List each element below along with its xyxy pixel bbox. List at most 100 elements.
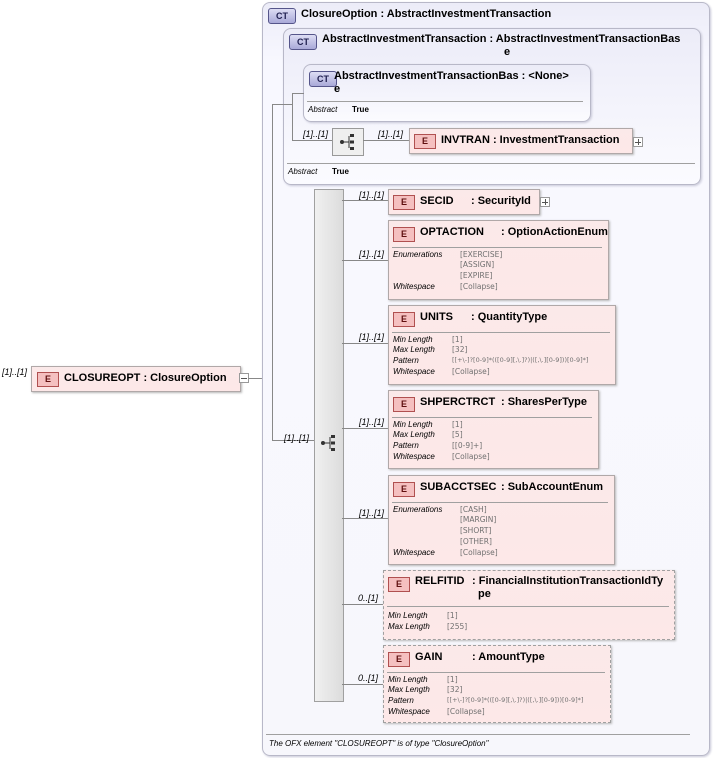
facet-name: Enumerations (393, 250, 443, 259)
connector-line (248, 378, 272, 379)
separator (266, 734, 690, 735)
gain-multiplicity: 0..[1] (358, 673, 379, 683)
separator (392, 502, 608, 503)
facet-name: Pattern (388, 696, 414, 705)
facet-name: Whitespace (393, 452, 435, 461)
element-badge: E (414, 134, 436, 149)
facet-value: [SHORT] (460, 526, 492, 535)
element-badge: E (393, 227, 415, 242)
subacctsec-element-box[interactable]: E SUBACCTSEC : SubAccountEnum Enumeratio… (388, 475, 615, 565)
facet-value: [Collapse] (452, 367, 490, 376)
facet-name: Whitespace (393, 282, 435, 291)
facet-value: [Collapse] (447, 707, 485, 716)
facet-name: Whitespace (393, 367, 435, 376)
base-type-badge: CT (289, 34, 317, 50)
facet-name: Min Length (393, 420, 433, 429)
connector-line (363, 140, 409, 141)
element-badge: E (393, 195, 415, 210)
sequence-icon (314, 430, 344, 456)
facet-name: Min Length (393, 335, 433, 344)
facet-name: Max Length (393, 345, 435, 354)
base-type-title-wrap: e (504, 46, 511, 58)
facet-value: [1] (447, 611, 458, 620)
facet-name: Max Length (393, 430, 435, 439)
facet-value: [[+\-]?[0-9]*(([0-9][,\.]?)|([,\.][0-9])… (452, 356, 589, 364)
root-element-box[interactable]: E CLOSUREOPT : ClosureOption (31, 366, 241, 392)
facet-value: [Collapse] (460, 282, 498, 291)
shperctrct-element-box[interactable]: E SHPERCTRCT : SharesPerType Min Length … (388, 390, 599, 469)
facet-value: [OTHER] (460, 537, 492, 546)
separator (387, 672, 605, 673)
separator (287, 163, 695, 164)
connector-line (342, 428, 388, 429)
element-name: SHPERCTRCT (420, 396, 496, 408)
element-badge: E (393, 482, 415, 497)
element-type: : QuantityType (471, 311, 548, 323)
element-type: : OptionActionEnum (501, 226, 608, 238)
sequence-compositor[interactable] (314, 189, 344, 702)
separator (307, 101, 583, 102)
connector-line (272, 104, 273, 440)
root-multiplicity: [1]..[1] (2, 367, 28, 377)
connector-line (342, 260, 388, 261)
element-type: : AmountType (472, 651, 545, 663)
base-base-type-container: CT AbstractInvestmentTransactionBas : <N… (303, 64, 591, 122)
invtran-multiplicity: [1]..[1] (378, 129, 404, 139)
invtran-element-box[interactable]: E INVTRAN : InvestmentTransaction (409, 128, 633, 154)
facet-value: [EXERCISE] (460, 250, 503, 259)
facet-value: [Collapse] (452, 452, 490, 461)
connector-line (292, 93, 304, 94)
facet-value: [32] (452, 345, 468, 354)
expand-icon[interactable] (540, 197, 550, 207)
gain-element-box[interactable]: E GAIN : AmountType Min Length [1] Max L… (383, 645, 611, 723)
element-name: GAIN (415, 651, 443, 663)
relfitid-multiplicity: 0..[1] (358, 593, 379, 603)
base-base-type-title-wrap: e (334, 83, 341, 95)
base-type-title: AbstractInvestmentTransaction : Abstract… (322, 33, 681, 45)
separator (387, 606, 669, 607)
type-footnote: The OFX element "CLOSUREOPT" is of type … (269, 739, 489, 748)
element-name: OPTACTION (420, 226, 484, 238)
facet-name: Min Length (388, 611, 428, 620)
facet-value: [1] (447, 675, 458, 684)
connector-line (272, 440, 314, 441)
element-type: : SharesPerType (501, 396, 588, 408)
abstract-label: Abstract (288, 167, 318, 176)
connector-line (342, 343, 388, 344)
expand-icon[interactable] (633, 137, 643, 147)
sequence-icon[interactable] (332, 128, 364, 156)
element-name: RELFITID (415, 575, 465, 587)
element-badge: E (393, 397, 415, 412)
facet-value: [5] (452, 430, 463, 439)
element-name: UNITS (420, 311, 453, 323)
separator (392, 247, 602, 248)
facet-value: [ASSIGN] (460, 260, 495, 269)
element-badge: E (393, 312, 415, 327)
abstract-label: Abstract (308, 105, 338, 114)
subacctsec-multiplicity: [1]..[1] (359, 508, 385, 518)
connector-line (342, 684, 383, 685)
facet-value: [Collapse] (460, 548, 498, 557)
element-name: SUBACCTSEC (420, 481, 497, 493)
units-element-box[interactable]: E UNITS : QuantityType Min Length [1] Ma… (388, 305, 616, 385)
optaction-element-box[interactable]: E OPTACTION : OptionActionEnum Enumerati… (388, 220, 609, 300)
units-multiplicity: [1]..[1] (359, 332, 385, 342)
optaction-multiplicity: [1]..[1] (359, 249, 385, 259)
relfitid-element-box[interactable]: E RELFITID : FinancialInstitutionTransac… (383, 570, 675, 640)
facet-name: Max Length (388, 622, 430, 631)
element-badge: E (388, 652, 410, 667)
secid-multiplicity: [1]..[1] (359, 190, 385, 200)
facet-value: [MARGIN] (460, 515, 497, 524)
facet-name: Whitespace (393, 548, 435, 557)
facet-name: Min Length (388, 675, 428, 684)
separator (392, 417, 592, 418)
facet-value: [[+\-]?[0-9]*(([0-9][,\.]?)|([,\.][0-9])… (447, 696, 584, 704)
element-badge: E (37, 372, 59, 387)
facet-name: Whitespace (388, 707, 430, 716)
facet-name: Enumerations (393, 505, 443, 514)
secid-element-box[interactable]: E SECID : SecurityId (388, 189, 540, 215)
root-element-title: CLOSUREOPT : ClosureOption (64, 372, 227, 384)
facet-name: Pattern (393, 356, 419, 365)
connector-line (342, 518, 388, 519)
element-type: : FinancialInstitutionTransactionIdTy (472, 575, 664, 587)
